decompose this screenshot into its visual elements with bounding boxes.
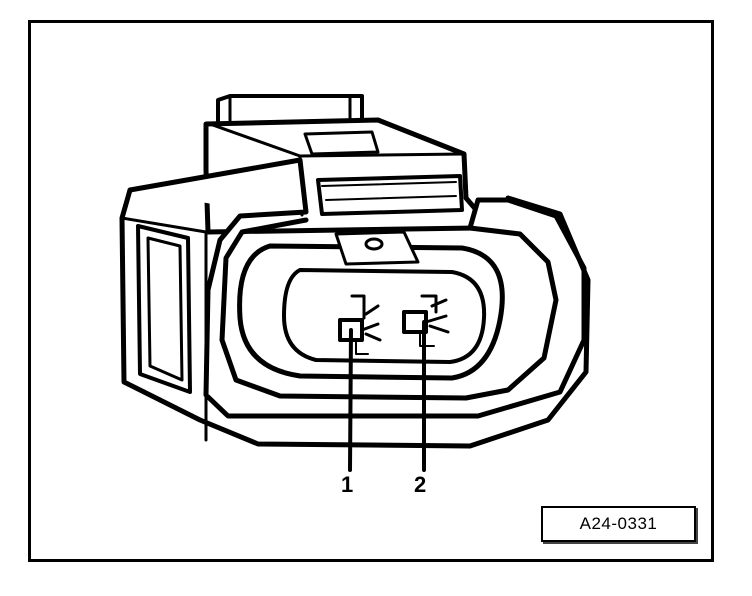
callout-label-1: 1 [341,472,354,497]
pin-2 [402,294,450,347]
side-latch [136,224,192,394]
callout-label-2: 2 [414,472,427,497]
connector-body [119,157,591,449]
figure-frame [28,20,714,562]
plug-face [237,230,505,381]
locking-tab [216,94,364,128]
leader-line-1 [348,328,353,472]
reference-code: A24-0331 [541,506,696,542]
